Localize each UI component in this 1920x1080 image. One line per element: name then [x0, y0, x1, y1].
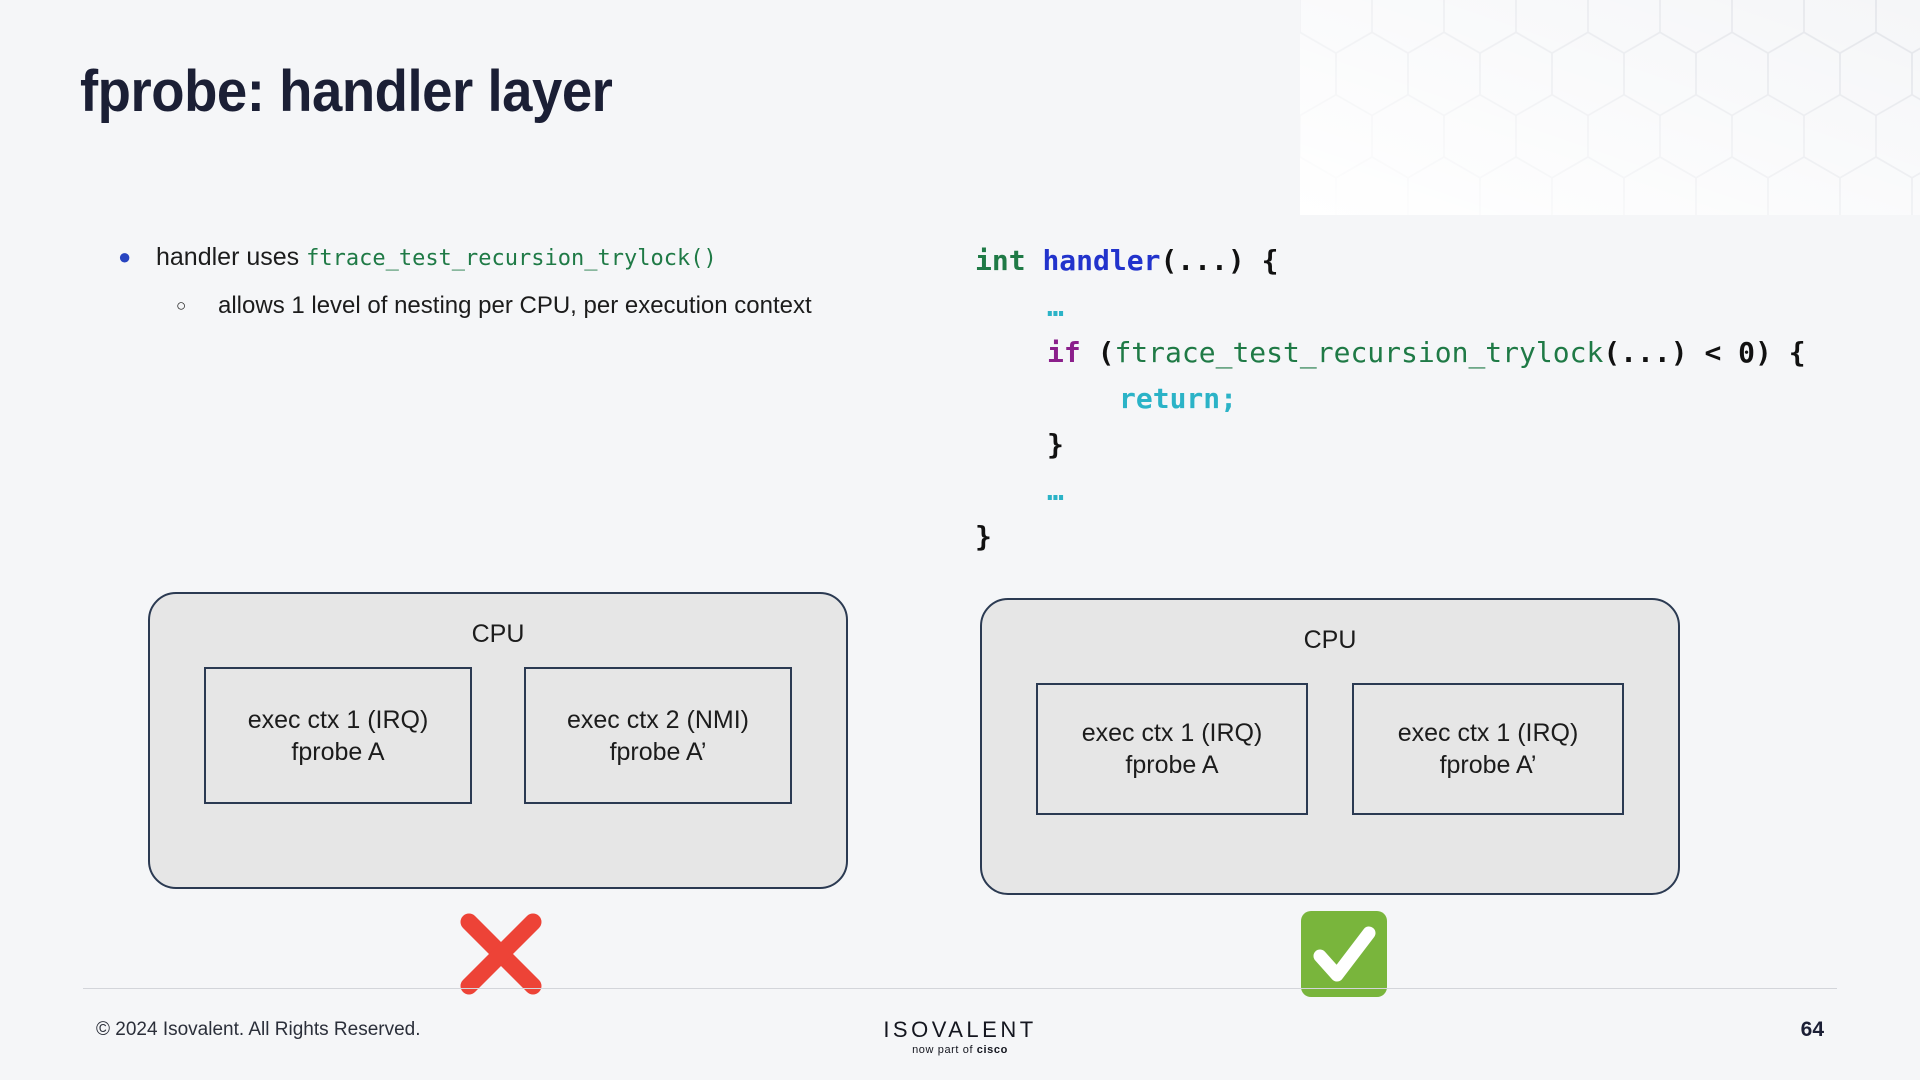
- exec-context-probe: fprobe A: [291, 737, 385, 766]
- isovalent-logo: ISOVALENT now part of cisco: [883, 1017, 1036, 1056]
- code-token: int: [975, 244, 1026, 277]
- exec-context-probe: fprobe A: [1125, 751, 1219, 779]
- code-line: …: [975, 284, 1806, 330]
- code-line: }: [975, 422, 1806, 468]
- exec-context-box: exec ctx 1 (IRQ) fprobe A: [204, 667, 472, 804]
- exec-context-probe: fprobe A’: [609, 737, 707, 766]
- list-item-main: ● handler uses ftrace_test_recursion_try…: [110, 240, 910, 276]
- code-token: (: [1080, 336, 1115, 369]
- hexagon-pattern-decoration: [1300, 0, 1920, 215]
- bullet-list: ● handler uses ftrace_test_recursion_try…: [110, 240, 910, 322]
- code-line: if (ftrace_test_recursion_trylock(...) <…: [975, 330, 1806, 376]
- code-token: ftrace_test_recursion_trylock: [1114, 336, 1604, 369]
- code-token: return;: [1119, 382, 1238, 415]
- exec-context-probe: fprobe A’: [1439, 751, 1537, 779]
- code-token: }: [975, 520, 992, 553]
- code-token: [1026, 244, 1043, 277]
- code-token: (...) {: [1160, 244, 1279, 277]
- exec-context-row: exec ctx 1 (IRQ) fprobe A exec ctx 1 (IR…: [982, 683, 1678, 815]
- bullet-sub-text: allows 1 level of nesting per CPU, per e…: [218, 292, 812, 319]
- exec-context-box: exec ctx 2 (NMI) fprobe A’: [524, 667, 792, 804]
- code-line: return;: [975, 376, 1806, 422]
- logo-tagline: now part of cisco: [883, 1044, 1036, 1056]
- logo-wordmark: ISOVALENT: [883, 1017, 1037, 1042]
- logo-tagline-brand: cisco: [976, 1044, 1008, 1056]
- cpu-label: CPU: [1303, 626, 1357, 654]
- code-token: (...) < 0) {: [1603, 336, 1806, 369]
- code-token: handler: [1042, 244, 1161, 277]
- exec-context-row: exec ctx 1 (IRQ) fprobe A exec ctx 2 (NM…: [150, 667, 846, 804]
- code-token: }: [1047, 428, 1064, 461]
- code-token: if: [1047, 336, 1081, 369]
- code-line: }: [975, 514, 1806, 560]
- cpu-diagram-right: CPU exec ctx 1 (IRQ) fprobe A exec ctx 1…: [980, 598, 1680, 895]
- cross-mark-icon: [460, 913, 542, 995]
- exec-context-title: exec ctx 1 (IRQ): [1081, 719, 1263, 747]
- bullet-main-code: ftrace_test_recursion_trylock(): [306, 246, 717, 271]
- code-token: …: [1047, 290, 1064, 323]
- exec-context-box: exec ctx 1 (IRQ) fprobe A’: [1352, 683, 1624, 815]
- code-line: int handler(...) {: [975, 238, 1806, 284]
- cpu-diagram-left: CPU exec ctx 1 (IRQ) fprobe A exec ctx 2…: [148, 592, 848, 889]
- list-item-sub: ○ allows 1 level of nesting per CPU, per…: [172, 290, 910, 322]
- code-snippet: int handler(...) { … if (ftrace_test_recur…: [975, 238, 1806, 560]
- exec-context-title: exec ctx 1 (IRQ): [1397, 719, 1579, 747]
- page-number: 64: [1800, 1018, 1824, 1041]
- bullet-main-prefix: handler uses: [156, 243, 307, 271]
- hollow-circle-icon: ○: [176, 296, 187, 315]
- exec-context-title: exec ctx 1 (IRQ): [247, 705, 429, 734]
- bullet-dot-icon: ●: [118, 244, 132, 269]
- bullet-main-text: handler uses ftrace_test_recursion_trylo…: [156, 240, 717, 276]
- footer-copyright: © 2024 Isovalent. All Rights Reserved.: [96, 1019, 421, 1040]
- code-line: …: [975, 468, 1806, 514]
- logo-tagline-prefix: now part of: [912, 1044, 977, 1056]
- code-token: …: [1047, 474, 1064, 507]
- check-mark-icon: [1301, 911, 1387, 997]
- exec-context-title: exec ctx 2 (NMI): [567, 705, 749, 734]
- page-title: fprobe: handler layer: [80, 59, 613, 124]
- exec-context-box: exec ctx 1 (IRQ) fprobe A: [1036, 683, 1308, 815]
- cpu-label: CPU: [471, 620, 525, 648]
- footer-divider: [83, 988, 1837, 989]
